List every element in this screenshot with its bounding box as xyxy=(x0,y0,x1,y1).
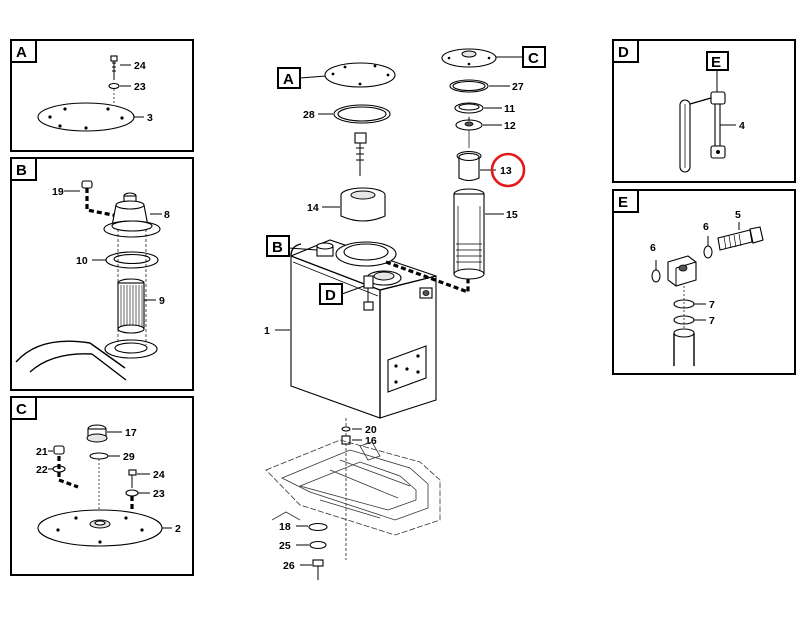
callout-26: 26 xyxy=(283,560,295,572)
machine-frame xyxy=(265,439,441,536)
detail-e-panel: E 6 6 5 7 7 xyxy=(612,189,796,375)
callout-8: 8 xyxy=(164,209,170,221)
callout-16: 16 xyxy=(365,435,377,447)
callout-27: 27 xyxy=(512,81,524,93)
callout-24-a: 24 xyxy=(134,60,146,72)
callout-23-c: 23 xyxy=(153,488,165,500)
detail-d-tag: D xyxy=(618,44,629,61)
callout-1: 1 xyxy=(264,325,270,337)
callout-24-c: 24 xyxy=(153,469,165,481)
highlight-circle-13 xyxy=(490,152,526,188)
callout-6-right: 6 xyxy=(703,221,709,233)
callout-15: 15 xyxy=(506,209,518,221)
main-d-tag: D xyxy=(325,287,336,304)
callout-5: 5 xyxy=(735,209,741,221)
main-b-tag: B xyxy=(272,239,283,256)
detail-a-tag: A xyxy=(16,44,27,61)
callout-21: 21 xyxy=(36,446,48,458)
callout-20: 20 xyxy=(365,424,377,436)
callout-7-lower: 7 xyxy=(709,315,715,327)
callout-6-left: 6 xyxy=(650,242,656,254)
callout-11: 11 xyxy=(504,103,515,115)
callout-10: 10 xyxy=(76,255,88,267)
detail-c-panel: C 17 29 21 22 24 23 xyxy=(10,396,194,576)
detail-a-panel: A 24 23 3 xyxy=(10,39,194,152)
detail-b-panel: B 19 8 xyxy=(10,157,194,391)
main-a-tag: A xyxy=(283,71,294,88)
callout-13: 13 xyxy=(500,165,512,177)
callout-28: 28 xyxy=(303,109,315,121)
detail-d-e-tag: E xyxy=(711,54,721,71)
callout-19: 19 xyxy=(52,186,64,198)
callout-4: 4 xyxy=(739,120,745,132)
callout-12: 12 xyxy=(504,120,516,132)
main-assembly: A 28 14 xyxy=(264,46,546,580)
callout-14: 14 xyxy=(307,202,319,214)
detail-b-tag: B xyxy=(16,162,27,179)
callout-22: 22 xyxy=(36,464,48,476)
callout-7-upper: 7 xyxy=(709,299,715,311)
callout-25: 25 xyxy=(279,540,291,552)
callout-17: 17 xyxy=(125,427,137,439)
detail-e-tag: E xyxy=(618,194,628,211)
callout-3: 3 xyxy=(147,112,153,124)
detail-c-tag: C xyxy=(16,401,27,418)
main-c-tag: C xyxy=(528,50,539,67)
callout-23-a: 23 xyxy=(134,81,146,93)
callout-9: 9 xyxy=(159,295,165,307)
callout-29: 29 xyxy=(123,451,135,463)
detail-d-panel: D E 4 xyxy=(612,39,796,183)
callout-18: 18 xyxy=(279,521,291,533)
callout-2: 2 xyxy=(175,523,181,535)
